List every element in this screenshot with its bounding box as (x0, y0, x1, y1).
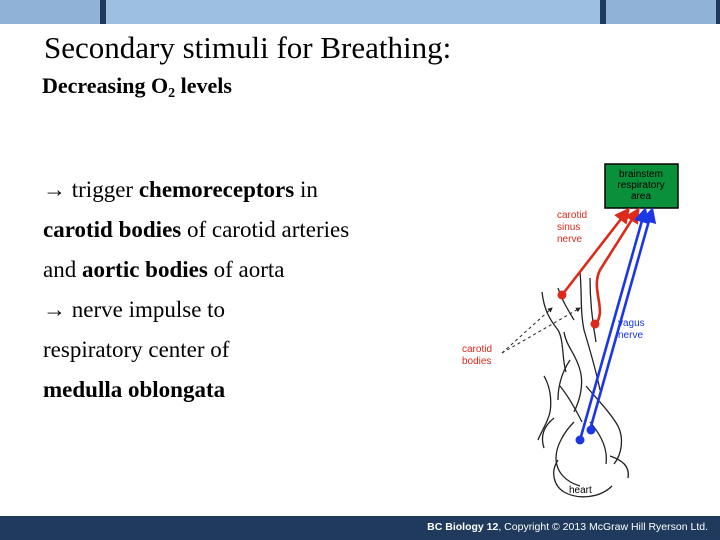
arrow-icon: → (43, 177, 66, 202)
footer-bar: BC Biology 12, Copyright © 2013 McGraw H… (0, 516, 720, 540)
body-bold: carotid bodies (43, 217, 182, 242)
body-text: of carotid arteries (181, 217, 350, 242)
vessel-outline (537, 271, 629, 498)
body-text: nerve impulse to (66, 297, 226, 322)
carotid-sinus-label: carotid (557, 210, 587, 221)
copyright-text: BC Biology 12, Copyright © 2013 McGraw H… (427, 521, 708, 533)
subtitle-end: levels (175, 73, 232, 98)
footer-rest: , Copyright © 2013 McGraw Hill Ryerson L… (498, 521, 708, 533)
subtitle-subscript: 2 (168, 86, 176, 101)
box-label: brainstem (619, 169, 663, 180)
subtitle-text: Decreasing O (42, 73, 169, 98)
slide-body: → trigger chemoreceptors in carotid bodi… (43, 170, 443, 410)
body-text: respiratory center of (43, 337, 230, 362)
box-label: respiratory (617, 180, 664, 191)
vagus-nerve (575, 206, 657, 445)
body-text: of aorta (207, 257, 285, 282)
body-text: and (43, 257, 82, 282)
body-text: in (294, 177, 318, 202)
body-bold: aortic bodies (81, 257, 208, 282)
carotid-bodies-label: bodies (462, 356, 491, 367)
vagus-label: vagus (618, 318, 645, 329)
vagus-label: nerve (618, 330, 643, 341)
header-segment (106, 0, 604, 24)
pointer-lines (501, 307, 581, 354)
header-segment (606, 0, 716, 24)
body-line: and aortic bodies of aorta (43, 250, 443, 290)
heart-label: heart (569, 485, 592, 496)
chemoreceptor-diagram: brainstem respiratory area car (462, 163, 679, 498)
slide-title: Secondary stimuli for Breathing: (44, 30, 452, 65)
body-line: medulla oblongata (43, 370, 443, 410)
body-line: → trigger chemoreceptors in (43, 170, 443, 210)
header-bar (0, 0, 720, 24)
body-text: trigger (66, 177, 139, 202)
slide-subtitle: Decreasing O2 levels (42, 73, 232, 102)
body-line: → nerve impulse to (43, 290, 443, 330)
body-line: respiratory center of (43, 330, 443, 370)
carotid-bodies-label: carotid (462, 344, 492, 355)
body-bold: medulla oblongata (43, 377, 226, 402)
carotid-sinus-nerve (557, 207, 640, 329)
header-segment (0, 0, 104, 24)
body-line: carotid bodies of carotid arteries (43, 210, 443, 250)
body-bold: chemoreceptors (138, 177, 295, 202)
arrow-icon: → (43, 297, 66, 322)
carotid-sinus-label: sinus (557, 222, 580, 233)
footer-brand: BC Biology 12 (427, 521, 499, 533)
carotid-sinus-label: nerve (557, 234, 582, 245)
box-label: area (631, 191, 651, 202)
